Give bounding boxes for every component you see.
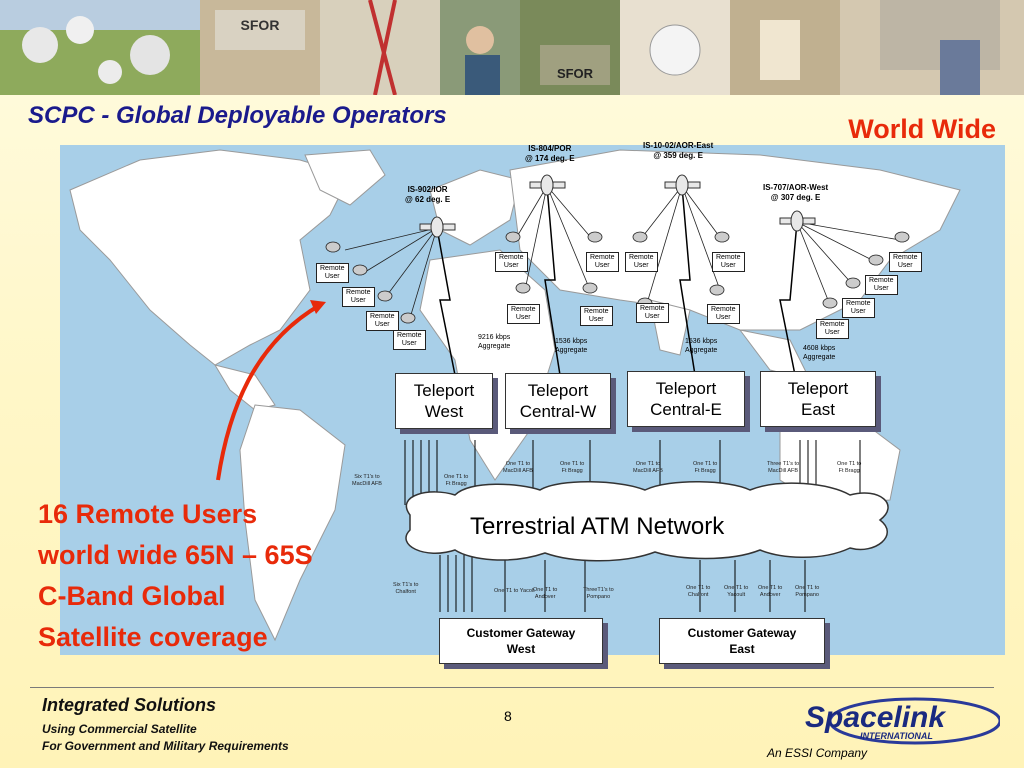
remote-user: Remote User [816, 319, 849, 339]
aggregate-label: 9216 kbps Aggregate [478, 333, 510, 351]
link-label: ThreeT1's to Pompano [583, 587, 614, 601]
remote-user: Remote User [865, 275, 898, 295]
atm-network-label: Terrestrial ATM Network [470, 513, 724, 541]
remote-user: Remote User [507, 304, 540, 324]
remote-user: Remote User [580, 306, 613, 326]
svg-text:INTERNATIONAL: INTERNATIONAL [860, 731, 933, 741]
link-label: One T1 to Andover [533, 587, 557, 601]
link-label: One T1 to Chalfont [686, 585, 710, 599]
footer-subtext: Using Commercial Satellite For Governmen… [42, 721, 289, 755]
teleport-west: Teleport West [395, 373, 493, 429]
footer-heading: Integrated Solutions [42, 695, 216, 716]
spacelink-logo: Spacelink INTERNATIONAL [800, 695, 1000, 752]
remote-user: Remote User [342, 287, 375, 307]
teleport-central-w: Teleport Central-W [505, 373, 611, 429]
remote-user: Remote User [586, 252, 619, 272]
remote-user: Remote User [495, 252, 528, 272]
remote-user: Remote User [316, 263, 349, 283]
remote-user: Remote User [636, 303, 669, 323]
link-label: One T1 to Ft Bragg [560, 461, 584, 475]
footer-divider [30, 687, 994, 688]
link-label: Three T1's to MacDill AFB [767, 461, 799, 475]
gateway-west: Customer Gateway West [439, 618, 603, 664]
link-label: One T1 to Pompano [795, 585, 819, 599]
link-label: One T1 to Yacolt [494, 588, 535, 595]
satellite-aor-west: IS-707/AOR-West@ 307 deg. E [763, 183, 828, 203]
link-label: Six T1's to MacDill AFB [352, 474, 382, 488]
world-wide-label: World Wide [848, 114, 996, 145]
gateway-east: Customer Gateway East [659, 618, 825, 664]
remote-user: Remote User [889, 252, 922, 272]
aggregate-label: 4608 kbps Aggregate [803, 344, 835, 362]
teleport-central-e: Teleport Central-E [627, 371, 745, 427]
link-label: One T1 to Ft Bragg [693, 461, 717, 475]
link-label: One T1 to Andover [758, 585, 782, 599]
link-label: One T1 to MacDill AFB [633, 461, 663, 475]
coverage-callout: 16 Remote Users world wide 65N – 65S C-B… [38, 494, 313, 658]
link-label: One T1 to MacDill AFB [503, 461, 533, 475]
remote-user: Remote User [842, 298, 875, 318]
svg-text:Spacelink: Spacelink [805, 701, 946, 734]
satellite-ior: IS-902/IOR@ 62 deg. E [405, 185, 450, 205]
aggregate-label: 1536 kbps Aggregate [685, 337, 717, 355]
satellite-por: IS-804/POR@ 174 deg. E [525, 144, 575, 164]
link-label: Six T1's to Chalfont [393, 582, 418, 596]
remote-user: Remote User [712, 252, 745, 272]
link-label: One T1 to Ft Bragg [444, 474, 468, 488]
link-label: One T1 to Yacoult [724, 585, 748, 599]
aggregate-label: 1536 kbps Aggregate [555, 337, 587, 355]
slide-title: SCPC - Global Deployable Operators [28, 102, 447, 130]
remote-user: Remote User [707, 304, 740, 324]
remote-user: Remote User [625, 252, 658, 272]
remote-user: Remote User [393, 330, 426, 350]
teleport-east: Teleport East [760, 371, 876, 427]
essi-company-label: An ESSI Company [767, 746, 867, 760]
link-label: One T1 to Ft Bragg [837, 461, 861, 475]
remote-user: Remote User [366, 311, 399, 331]
page-number: 8 [504, 708, 512, 724]
satellite-aor-east: IS-10-02/AOR-East@ 359 deg. E [643, 141, 713, 161]
